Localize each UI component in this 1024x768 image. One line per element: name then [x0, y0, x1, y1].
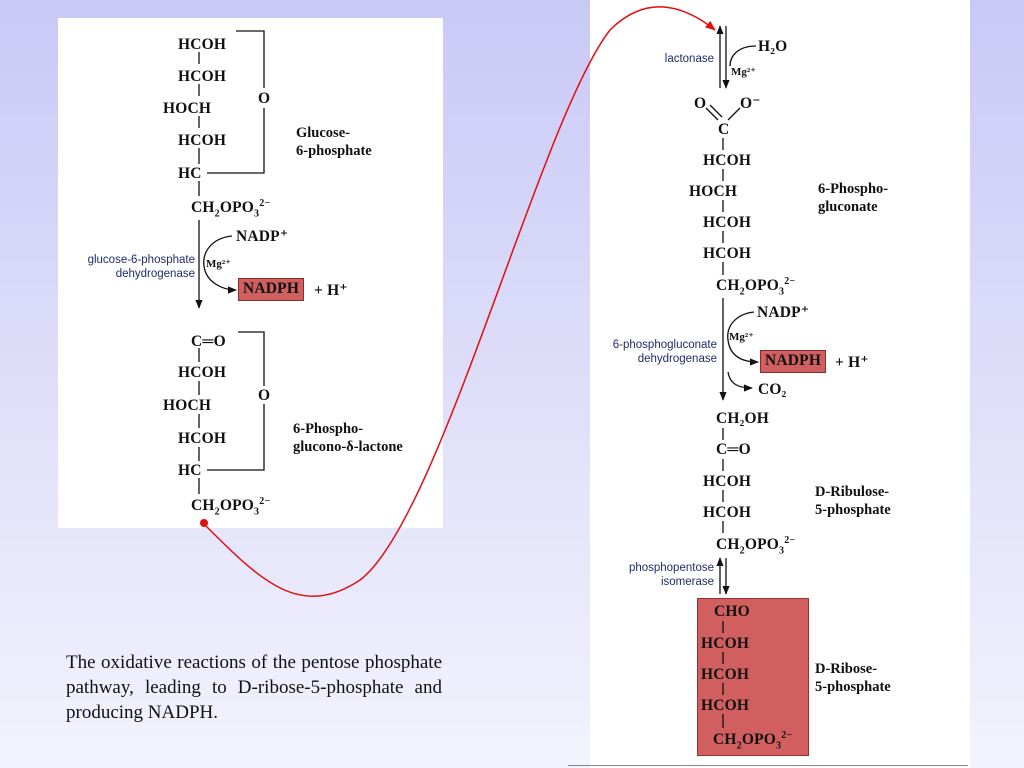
- right-nadp: NADP⁺: [757, 304, 810, 321]
- right-mg-lactonase: Mg²⁺: [731, 66, 756, 78]
- lactone-name: 6-Phospho-glucono-δ-lactone: [293, 421, 403, 456]
- ribose-name: D-Ribose-5-phosphate: [815, 661, 891, 696]
- glucose-phosphate-group: CH2OPO32−: [191, 198, 271, 220]
- glucose-c1: HCOH: [178, 36, 227, 53]
- glucose-c4: HCOH: [178, 132, 227, 149]
- glucose-c2: HCOH: [178, 68, 227, 85]
- ribulose-c4: HCOH: [703, 504, 752, 521]
- ribose-phosphate-group: CH2OPO32−: [713, 730, 793, 752]
- gluconate-c4: HCOH: [703, 214, 752, 231]
- gluconate-c2: HCOH: [703, 152, 752, 169]
- ribulose-c3: HCOH: [703, 473, 752, 490]
- ribulose-c2: C═O: [716, 441, 751, 458]
- left-nadph-highlight: NADPH: [238, 278, 305, 301]
- connector-curve: [205, 6, 716, 597]
- right-nadph-highlight: NADPH: [760, 350, 827, 373]
- gluconate-phosphate-group: CH2OPO32−: [716, 276, 796, 298]
- gluconate-c5: HCOH: [703, 245, 752, 262]
- left-nadph: NADPH: [243, 280, 300, 297]
- glucose-ring-oxygen: O: [258, 90, 271, 107]
- ribose-highlight-box: [697, 598, 809, 756]
- ribose-c2: HCOH: [701, 635, 750, 652]
- ribose-c3: HCOH: [701, 666, 750, 683]
- ribulose-name: D-Ribulose-5-phosphate: [815, 484, 891, 519]
- figure-caption: The oxidative reactions of the pentose p…: [66, 652, 442, 724]
- divider: [568, 765, 968, 766]
- right-nadph: NADPH: [765, 352, 822, 369]
- ribose-c4: HCOH: [701, 697, 750, 714]
- gluconate-name: 6-Phospho-gluconate: [818, 181, 889, 216]
- connector-start-dot: [200, 519, 208, 527]
- lactone-c3: HOCH: [163, 397, 212, 414]
- carboxylate-oxygen-anion: O⁻: [740, 95, 761, 112]
- ribulose-c1: CH₂OH: [716, 410, 770, 427]
- water: H₂O: [758, 38, 788, 55]
- left-figure-panel: [58, 18, 443, 528]
- lactone-c5: HC: [178, 462, 202, 479]
- right-mg: Mg²⁺: [729, 331, 754, 343]
- left-plus-h: + H⁺: [314, 282, 348, 299]
- carboxylate-oxygen: O: [694, 95, 707, 112]
- right-plus-h: + H⁺: [835, 354, 869, 371]
- glucose-c5: HC: [178, 165, 202, 182]
- left-mg: Mg²⁺: [206, 258, 231, 270]
- carboxylate-carbon: C: [718, 121, 730, 138]
- ribose-c1: CHO: [714, 603, 750, 620]
- ribulose-phosphate-group: CH2OPO32−: [716, 535, 796, 557]
- lactonase-enzyme-label: lactonase: [664, 53, 714, 65]
- lactone-ring-oxygen: O: [258, 387, 271, 404]
- lactone-c4: HCOH: [178, 430, 227, 447]
- glucose-6-phosphate-name: Glucose-6-phosphate: [296, 125, 372, 160]
- glucose-c3: HOCH: [163, 100, 212, 117]
- lactone-phosphate-group: CH2OPO32−: [191, 496, 271, 518]
- gluconate-c3: HOCH: [689, 183, 738, 200]
- lactone-c2: HCOH: [178, 364, 227, 381]
- carbon-dioxide: CO₂: [758, 381, 787, 398]
- lactone-c1: C═O: [191, 333, 226, 350]
- left-nadp: NADP⁺: [236, 228, 289, 245]
